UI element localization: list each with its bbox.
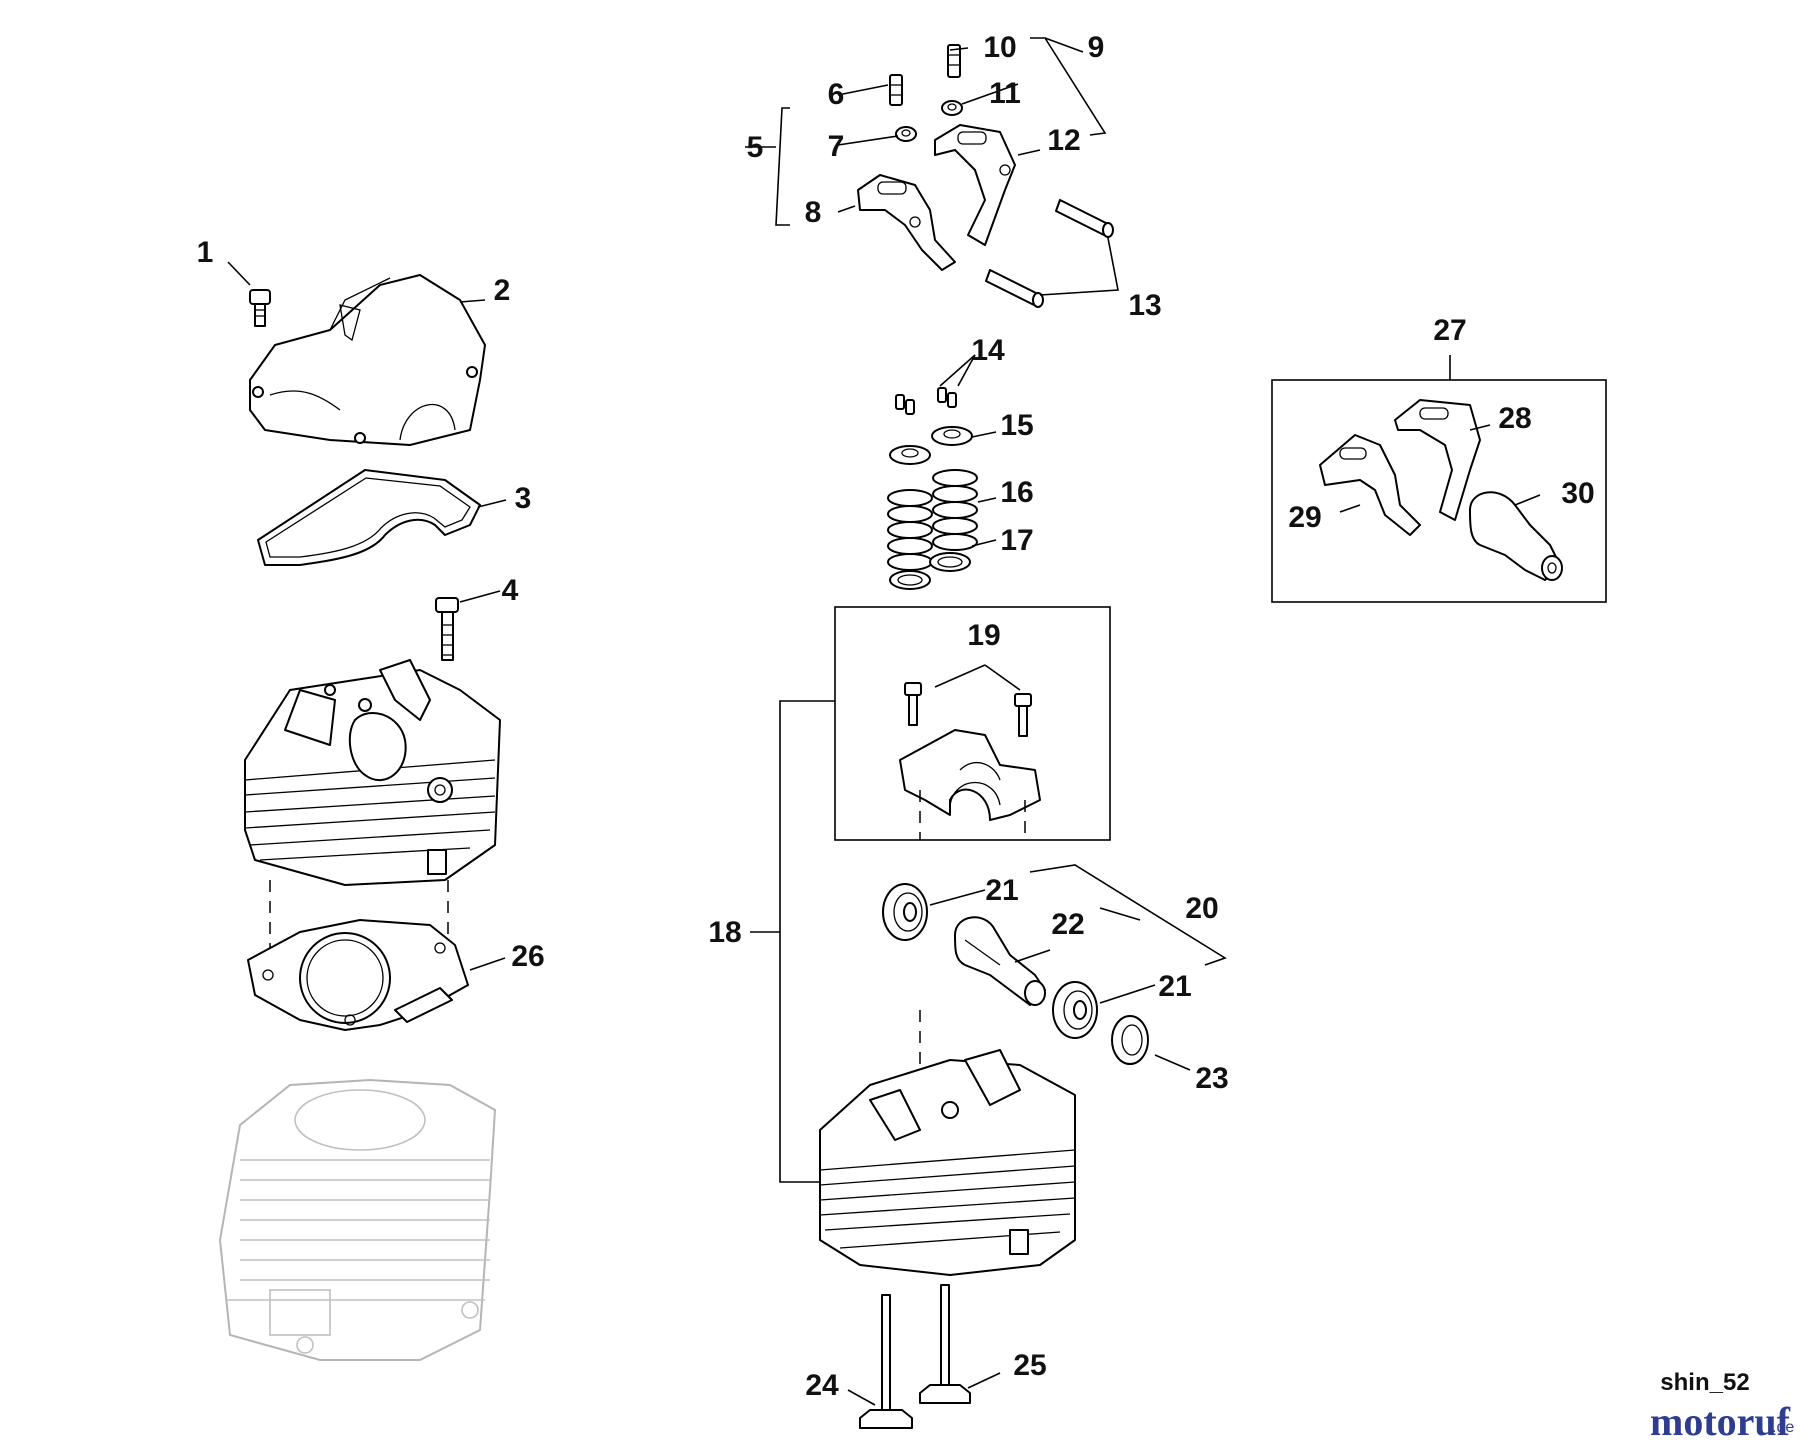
callout-label: 12 — [1047, 124, 1080, 157]
callout-label: 21 — [1158, 970, 1191, 1003]
callout-label: 27 — [1433, 314, 1466, 347]
part-valve-cover — [249, 274, 486, 446]
part-cylinder-head-assembly — [244, 659, 501, 886]
part-adjust-screw — [889, 74, 903, 106]
callout-label: 15 — [1000, 409, 1033, 442]
part-head-gasket — [247, 919, 469, 1031]
brand-watermark: motoruf — [1650, 1399, 1791, 1444]
part-spring-washer — [889, 552, 971, 590]
part-rocker-arm — [934, 124, 1016, 246]
callout-label: 29 — [1288, 501, 1321, 534]
callout-label: 5 — [747, 131, 764, 164]
callout-label: 21 — [985, 874, 1018, 907]
part-head-bolt — [435, 597, 459, 661]
callout-label: 7 — [828, 130, 845, 163]
callout-label: 18 — [708, 916, 741, 949]
callout-label: 2 — [494, 274, 511, 307]
part-rocker-arm — [857, 174, 956, 271]
part-rocker-shaft-pin — [1055, 199, 1114, 238]
callout-label: 22 — [1051, 908, 1084, 941]
callout-label: 14 — [971, 334, 1005, 367]
callout-label: 4 — [502, 574, 519, 607]
part-camshaft-holder — [899, 729, 1041, 821]
callout-label: 6 — [828, 78, 845, 111]
part-spring-retainer — [889, 426, 973, 465]
callout-label: 10 — [983, 31, 1016, 64]
callout-label: 20 — [1185, 892, 1218, 925]
brand-watermark-tld: .de — [1772, 1419, 1794, 1436]
part-bearing — [1052, 981, 1098, 1039]
part-valve — [859, 1294, 913, 1429]
part-valve-keeper — [895, 387, 957, 415]
callout-label: 30 — [1561, 477, 1594, 510]
part-cylinder-block-ghost — [218, 1078, 497, 1361]
part-cover-gasket — [257, 469, 481, 566]
part-bearing — [882, 883, 928, 941]
callout-label: 16 — [1000, 476, 1033, 509]
part-cylinder-head — [819, 1049, 1076, 1276]
part-lock-nut — [895, 126, 917, 142]
callout-label: 23 — [1195, 1062, 1228, 1095]
callout-label: 13 — [1128, 289, 1161, 322]
callout-label: 11 — [989, 77, 1021, 110]
part-rocker-arm — [1319, 434, 1421, 536]
callout-label: 8 — [805, 196, 822, 229]
callout-label: 24 — [805, 1369, 839, 1402]
drawing-code: shin_52 — [1660, 1369, 1749, 1396]
part-cover-screw — [249, 289, 271, 327]
callout-label: 19 — [967, 619, 1000, 652]
part-holder-screw — [904, 682, 1032, 737]
part-adjust-screw — [947, 44, 961, 78]
callout-label: 1 — [197, 236, 214, 269]
part-lock-nut — [941, 100, 963, 116]
part-oil-seal — [1111, 1015, 1149, 1065]
part-rocker-shaft-pin — [985, 269, 1044, 308]
group-box-camshaft-holder — [834, 606, 1111, 841]
part-camshaft — [1469, 491, 1563, 581]
callout-label: 25 — [1013, 1349, 1046, 1382]
callout-label: 28 — [1498, 402, 1531, 435]
part-camshaft — [954, 916, 1046, 1006]
callout-label: 26 — [511, 940, 544, 973]
part-valve-spring — [887, 489, 933, 571]
leader-lines — [227, 37, 1541, 1406]
callout-label: 3 — [515, 482, 532, 515]
part-valve-spring — [932, 469, 978, 551]
callout-label: 17 — [1000, 524, 1033, 557]
callout-label: 9 — [1088, 31, 1105, 64]
part-rocker-arm — [1394, 399, 1481, 521]
part-valve — [919, 1284, 971, 1404]
group-box-camshaft-assembly — [1271, 379, 1607, 603]
